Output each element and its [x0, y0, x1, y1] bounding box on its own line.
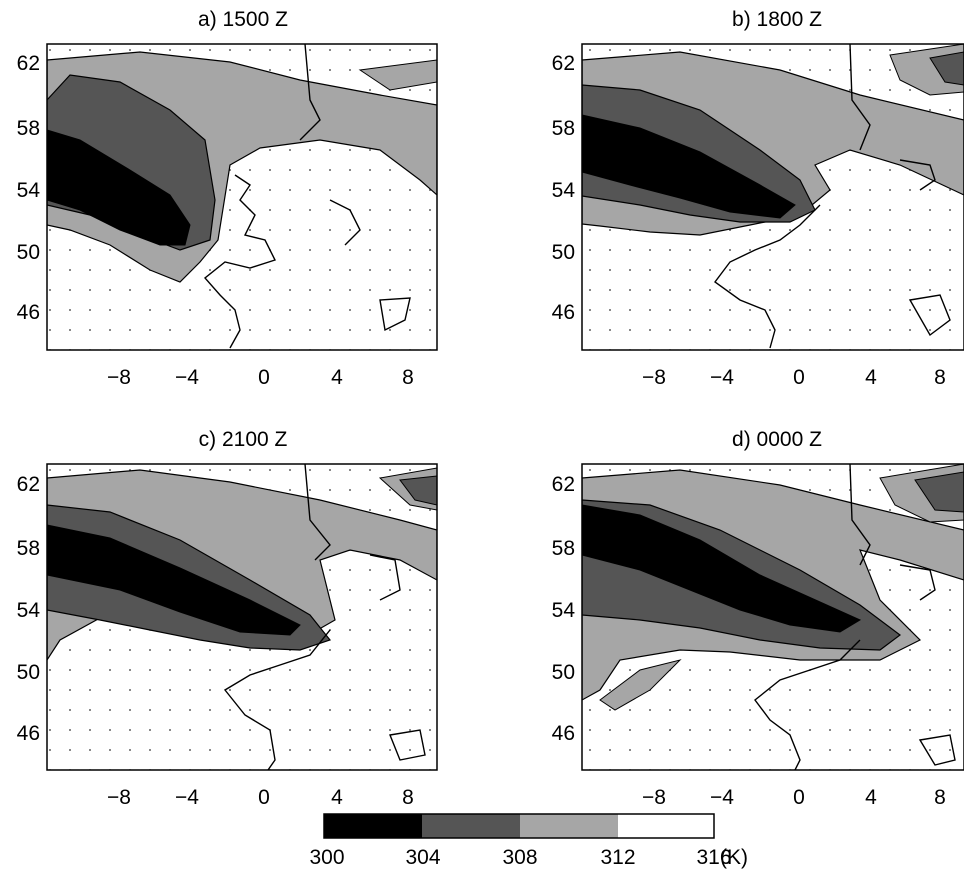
map-panel-d	[582, 464, 964, 770]
ytick-b-62: 62	[551, 52, 575, 75]
panel-title-a: a) 1500 Z	[198, 8, 288, 31]
map-panel-a	[47, 44, 437, 350]
xtick-d-8: 8	[934, 786, 946, 809]
xtick-c-m8: −8	[107, 786, 131, 809]
ytick-b-50: 50	[551, 241, 575, 264]
xtick-a-8: 8	[402, 366, 414, 389]
ytick-c-50: 50	[16, 661, 40, 684]
map-frame-d	[581, 463, 964, 771]
band-300-region	[582, 114, 796, 219]
colorbar-label-308: 308	[502, 846, 538, 869]
colorbar-swatch-300	[324, 814, 422, 838]
xtick-c-m4: −4	[175, 786, 199, 809]
coastline	[754, 464, 956, 770]
ytick-d-50: 50	[551, 661, 575, 684]
map-frame-a	[46, 43, 438, 351]
colorbar-frame	[323, 813, 715, 839]
xtick-b-8: 8	[934, 366, 946, 389]
ytick-d-54: 54	[551, 599, 575, 622]
ytick-a-58: 58	[16, 117, 40, 140]
xtick-c-8: 8	[402, 786, 414, 809]
ytick-b-54: 54	[551, 179, 575, 202]
band-312-streak	[599, 659, 682, 711]
colorbar-label-316: 316	[696, 846, 732, 869]
panel-title-c: c) 2100 Z	[198, 428, 288, 451]
ytick-b-58: 58	[551, 117, 575, 140]
ytick-c-46: 46	[16, 722, 40, 745]
colorbar-swatch-312	[618, 814, 714, 838]
xtick-a-m4: −4	[175, 366, 199, 389]
xtick-b-0: 0	[793, 366, 805, 389]
band-304-patch	[914, 471, 964, 513]
ytick-b-46: 46	[551, 301, 575, 324]
coastline	[223, 464, 426, 770]
ytick-c-54: 54	[16, 599, 40, 622]
colorbar-unit: (K)	[720, 846, 748, 869]
ytick-c-58: 58	[16, 537, 40, 560]
map-frame-c	[46, 463, 438, 771]
xtick-c-4: 4	[331, 786, 343, 809]
xtick-a-m8: −8	[107, 366, 131, 389]
band-300-region	[47, 129, 191, 246]
xtick-d-m4: −4	[710, 786, 734, 809]
ytick-d-58: 58	[551, 537, 575, 560]
band-300-region	[47, 524, 301, 636]
panel-title-d: d) 0000 Z	[732, 428, 822, 451]
band-300-region	[582, 504, 862, 633]
ytick-a-46: 46	[16, 301, 40, 324]
ytick-d-46: 46	[551, 722, 575, 745]
coastline	[714, 44, 951, 349]
ytick-a-62: 62	[16, 52, 40, 75]
colorbar-label-312: 312	[600, 846, 636, 869]
ytick-c-62: 62	[16, 473, 40, 496]
ytick-d-62: 62	[551, 473, 575, 496]
xtick-a-0: 0	[258, 366, 270, 389]
colorbar	[323, 813, 715, 839]
coastline	[203, 44, 411, 349]
ytick-a-54: 54	[16, 179, 40, 202]
xtick-b-4: 4	[865, 366, 877, 389]
map-panel-c	[47, 464, 437, 770]
xtick-c-0: 0	[258, 786, 270, 809]
map-panel-b	[582, 44, 964, 350]
ytick-a-50: 50	[16, 241, 40, 264]
colorbar-swatch-304	[422, 814, 520, 838]
band-312-streak	[358, 59, 437, 91]
colorbar-swatch-308	[520, 814, 618, 838]
xtick-b-m4: −4	[710, 366, 734, 389]
xtick-a-4: 4	[331, 366, 343, 389]
xtick-d-4: 4	[865, 786, 877, 809]
xtick-b-m8: −8	[642, 366, 666, 389]
xtick-d-0: 0	[793, 786, 805, 809]
band-304-patch	[399, 475, 437, 506]
xtick-d-m8: −8	[642, 786, 666, 809]
colorbar-label-300: 300	[309, 846, 345, 869]
colorbar-label-304: 304	[405, 846, 441, 869]
band-304-patch	[929, 51, 964, 86]
panel-title-b: b) 1800 Z	[732, 8, 822, 31]
map-frame-b	[581, 43, 964, 351]
